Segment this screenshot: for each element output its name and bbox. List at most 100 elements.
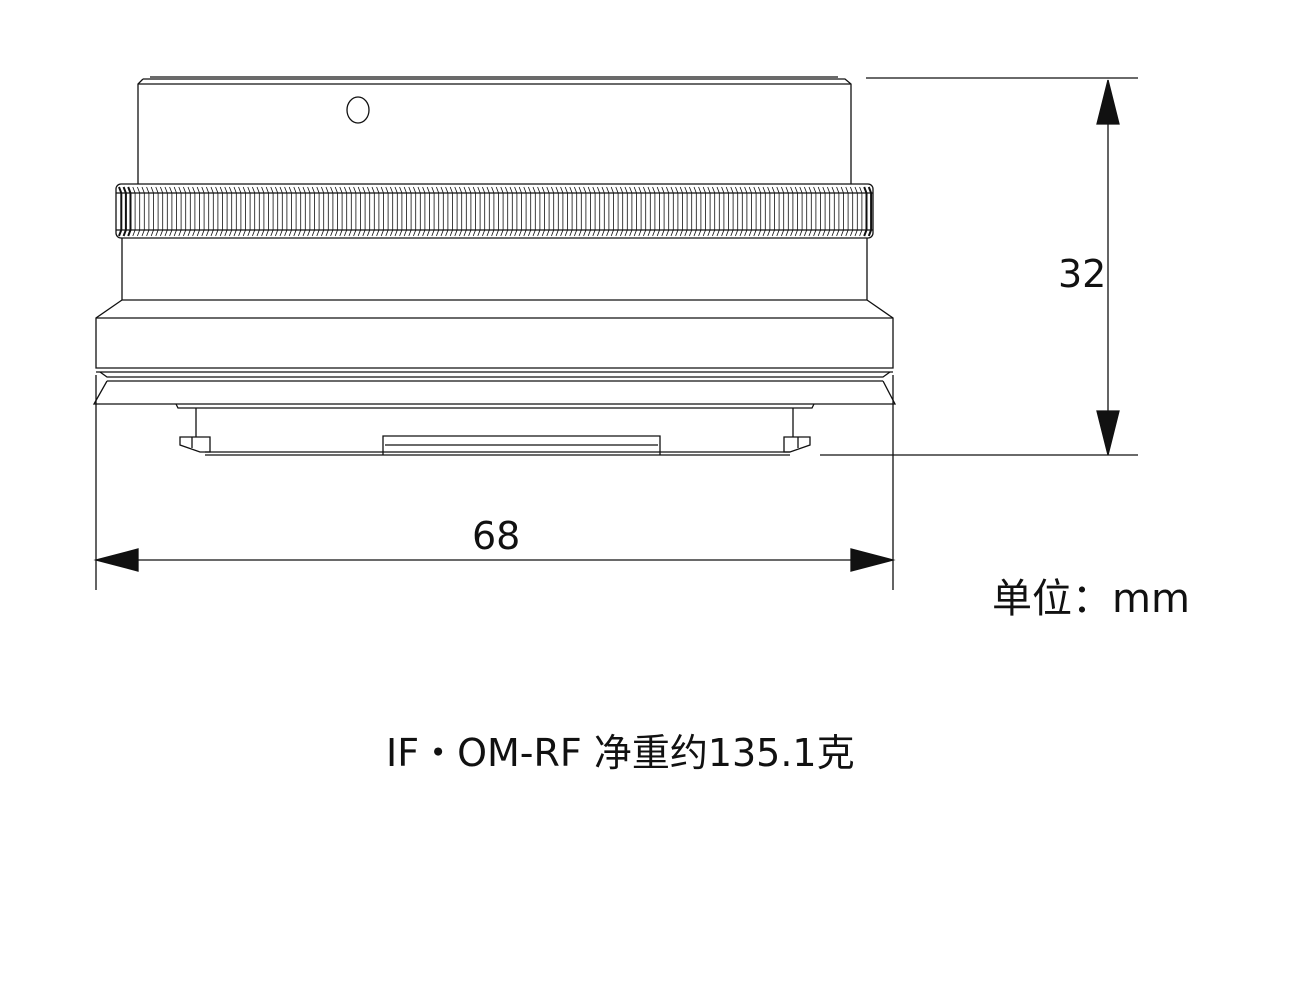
knurl-line	[196, 186, 200, 237]
knurl-line	[353, 186, 357, 237]
knurl-line	[472, 186, 476, 237]
knurl-line	[321, 186, 325, 237]
knurl-line	[477, 186, 481, 237]
knurl-line	[827, 186, 831, 237]
knurl-line	[546, 186, 550, 237]
knurl-line	[229, 186, 233, 237]
knurl-line	[141, 186, 145, 237]
knurl-line	[610, 186, 614, 237]
knurl-line	[744, 186, 748, 237]
knurl-line	[491, 186, 495, 237]
knurl-line	[518, 186, 522, 237]
arrow-down-icon	[1096, 410, 1120, 456]
unit-label: 单位：mm	[992, 576, 1190, 622]
knurl-line	[785, 186, 789, 237]
knurl-line	[859, 186, 863, 237]
knurl-line	[371, 186, 375, 237]
knurl-line	[265, 186, 269, 237]
knurl-line	[762, 186, 766, 237]
knurl-line	[735, 186, 739, 237]
knurl-line	[712, 186, 716, 237]
knurl-line	[261, 186, 265, 237]
knurl-line	[863, 186, 868, 237]
knurl-line	[679, 186, 683, 237]
knurl-line	[357, 186, 361, 237]
knurl-line	[362, 186, 366, 237]
knurl-line	[238, 186, 242, 237]
knurl-line	[850, 186, 854, 237]
knurl-line	[509, 186, 513, 237]
knurl-line	[790, 186, 794, 237]
knurl-line	[118, 186, 123, 237]
knurl-line	[376, 186, 380, 237]
knurl-line	[169, 186, 173, 237]
knurl-line	[325, 186, 329, 237]
knurl-line	[242, 186, 246, 237]
knurl-line	[192, 186, 196, 237]
knurl-line	[224, 186, 228, 237]
knurl-line	[670, 186, 674, 237]
knurl-line	[867, 186, 873, 237]
knurl-line	[187, 186, 191, 237]
knurl-line	[748, 186, 752, 237]
arrow-left-icon	[93, 548, 139, 572]
knurl-line	[178, 186, 182, 237]
knurl-line	[137, 186, 141, 237]
knurl-line	[468, 186, 472, 237]
knurl-line	[173, 186, 177, 237]
knurl-line	[380, 186, 384, 237]
knurl-line	[758, 186, 762, 237]
knurl-line	[693, 186, 697, 237]
knurl-line	[316, 186, 320, 237]
knurl-line	[771, 186, 775, 237]
knurl-line	[459, 186, 463, 237]
knurl-line	[739, 186, 743, 237]
knurl-line	[831, 186, 835, 237]
knurl-line	[399, 186, 403, 237]
knurl-line	[597, 186, 601, 237]
knurl-line	[661, 186, 665, 237]
knurl-line	[367, 186, 371, 237]
knurl-line	[592, 186, 596, 237]
knurl-line	[408, 186, 412, 237]
knurl-line	[440, 186, 444, 237]
knurl-line	[403, 186, 407, 237]
knurl-line	[537, 186, 541, 237]
knurl-line	[638, 186, 642, 237]
knurl-line	[311, 186, 315, 237]
knurled-ring	[115, 183, 874, 239]
knurl-line	[155, 186, 159, 237]
knurl-line	[721, 186, 725, 237]
knurl-line	[698, 186, 702, 237]
knurl-line	[817, 186, 821, 237]
width-dimension-label: 68	[472, 514, 521, 558]
knurl-line	[495, 186, 499, 237]
knurl-line	[652, 186, 656, 237]
knurl-line	[298, 186, 302, 237]
knurl-line	[252, 186, 256, 237]
knurl-line	[288, 186, 292, 237]
knurl-line	[753, 186, 757, 237]
knurl-line	[505, 186, 509, 237]
knurl-line	[256, 186, 260, 237]
knurl-line	[413, 186, 417, 237]
knurl-line	[707, 186, 711, 237]
knurl-line	[394, 186, 398, 237]
knurl-line	[629, 186, 633, 237]
knurl-line	[808, 186, 812, 237]
knurl-line	[293, 186, 297, 237]
width-dimension	[93, 375, 896, 590]
caption: IF・OM-RF 净重约135.1克	[386, 731, 855, 775]
knurl-line	[127, 186, 132, 237]
knurl-line	[344, 186, 348, 237]
knurl-line	[532, 186, 536, 237]
knurl-line	[183, 186, 187, 237]
knurl-line	[436, 186, 440, 237]
knurl-line	[279, 186, 283, 237]
knurl-line	[523, 186, 527, 237]
knurl-line	[219, 186, 223, 237]
knurl-line	[150, 186, 154, 237]
screw-hole	[346, 96, 370, 124]
knurl-line	[210, 186, 214, 237]
knurl-line	[656, 186, 660, 237]
